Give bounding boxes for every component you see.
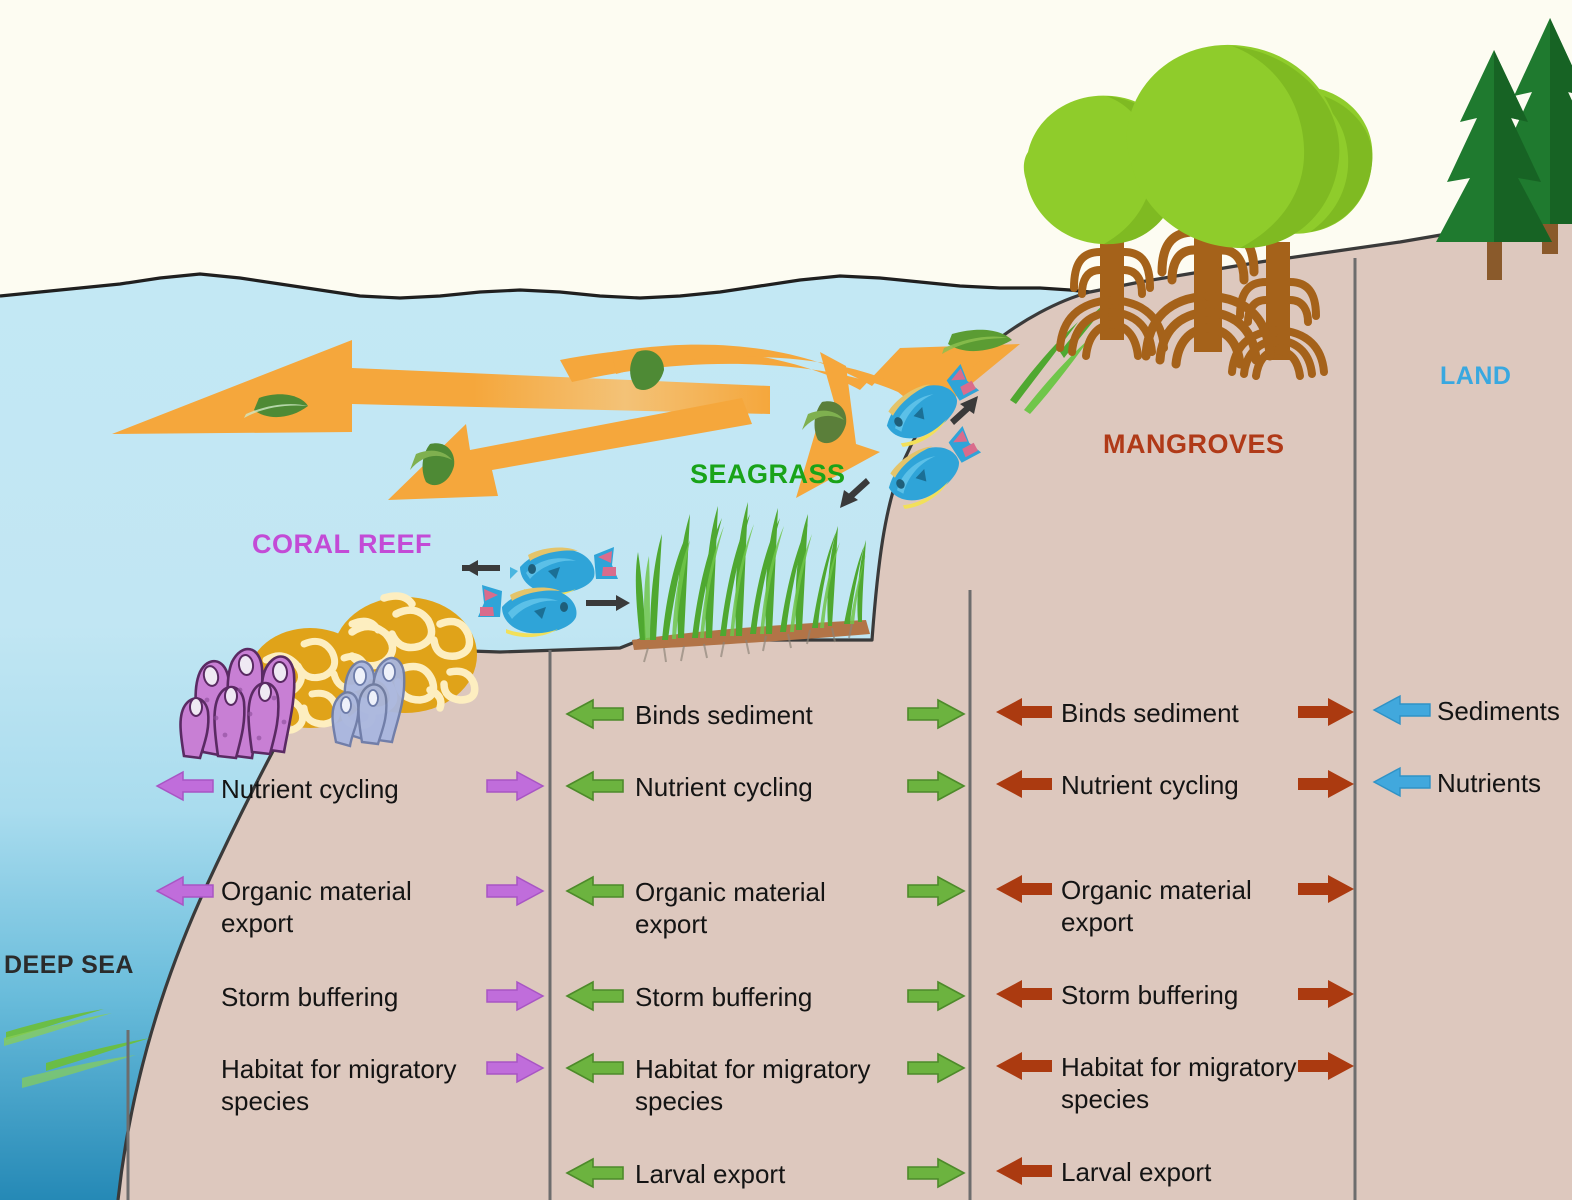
service-label: Storm buffering <box>221 982 399 1012</box>
service-label: Binds sediment <box>635 700 813 730</box>
service-label: Larval export <box>635 1159 786 1189</box>
service-label: Nutrient cycling <box>635 772 813 802</box>
seagrass-bed <box>632 502 870 663</box>
blue-sponge <box>331 656 406 748</box>
drifting-seagrass-blade <box>4 1009 150 1088</box>
organic-flow-arrow <box>112 329 1020 500</box>
service-label: Binds sediment <box>1061 698 1239 728</box>
service-label: Organic material export <box>635 877 826 940</box>
habitat-label-seagrass: SEAGRASS <box>690 459 846 489</box>
mangrove-tree <box>1023 44 1373 380</box>
service-label: Nutrients <box>1437 768 1542 798</box>
habitat-label-mangroves: MANGROVES <box>1103 429 1285 459</box>
habitat-label-coral-reef: CORAL REEF <box>252 529 433 559</box>
service-label: Organic material export <box>1061 875 1252 938</box>
purple-sponge <box>179 647 296 760</box>
service-label: Nutrient cycling <box>221 774 399 804</box>
pine-tree <box>1436 18 1572 280</box>
service-label: Habitat for migratory species <box>221 1054 457 1117</box>
parrotfish <box>478 364 982 638</box>
service-label: Larval export <box>1061 1157 1212 1187</box>
service-label: Habitat for migratory species <box>635 1054 871 1117</box>
water-body <box>0 274 1090 1200</box>
service-label: Storm buffering <box>1061 980 1239 1010</box>
habitat-label-deep-sea: DEEP SEA <box>4 951 134 979</box>
service-label: Sediments <box>1437 696 1560 726</box>
habitat-label-land: LAND <box>1440 362 1512 390</box>
seabed-and-land <box>118 214 1572 1200</box>
service-label: Storm buffering <box>635 982 813 1012</box>
service-label: Habitat for migratory species <box>1061 1052 1297 1115</box>
fish-direction-arrow <box>462 396 978 611</box>
service-label: Organic material export <box>221 876 412 939</box>
service-label: Nutrient cycling <box>1061 770 1239 800</box>
water-surface-line <box>0 272 1091 300</box>
seabed-outline <box>116 212 1572 1200</box>
column-divider <box>126 258 1357 1200</box>
